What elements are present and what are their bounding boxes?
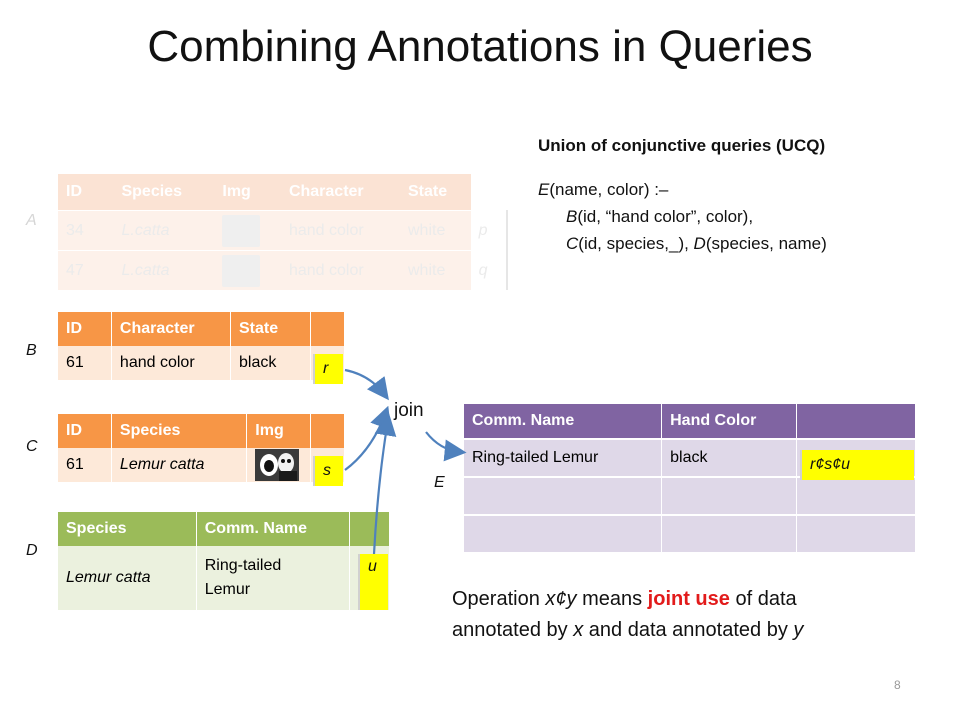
column-header: Img (214, 174, 281, 211)
arrow-d-to-join (372, 413, 397, 555)
table-row: 61 Lemur catta (58, 448, 345, 482)
page-number: 8 (894, 678, 901, 692)
query-pred: C (566, 234, 579, 253)
table-header-row: ID Species Img (58, 414, 345, 448)
annotation-u: u (358, 554, 388, 610)
slide-title: Combining Annotations in Queries (147, 22, 813, 71)
column-header: Character (111, 312, 232, 346)
lemur-image (222, 254, 261, 287)
table-row (464, 514, 917, 552)
column-header: ID (58, 312, 112, 346)
comm-name-line: Lemur (204, 581, 251, 598)
cell-species: L.catta (113, 250, 215, 290)
column-header: Img (246, 414, 312, 448)
table-row: 47 L.catta hand color white q (58, 250, 509, 290)
cell-id: 47 (58, 250, 114, 290)
query-pred: E (538, 180, 550, 199)
row-label-a: A (26, 212, 37, 229)
cell-character: hand color (111, 346, 232, 380)
join-label: join (394, 400, 424, 421)
row-label-d: D (26, 542, 38, 559)
column-header: Comm. Name (464, 404, 663, 439)
table-header-row: Comm. Name Hand Color (464, 404, 917, 439)
cell-comm-name: Ring-tailed Lemur (464, 438, 663, 477)
table-e: Comm. Name Hand Color Ring-tailed Lemur … (464, 404, 917, 552)
cell-hand-color: black (661, 438, 797, 477)
row-label-b: B (26, 342, 37, 359)
column-header: ID (58, 174, 114, 211)
cell-state: black (230, 346, 312, 380)
cell-id: 34 (58, 210, 114, 251)
table-header-row: ID Species Img Character State (58, 174, 507, 211)
cell-character: hand color (280, 210, 400, 251)
cell-id: 61 (58, 346, 112, 380)
query-args: (name, color) :– (549, 180, 669, 199)
table-b: ID Character State 61 hand color black (58, 312, 345, 380)
arrow-c-to-join (344, 405, 391, 471)
query-heading: Union of conjunctive queries (UCQ) (538, 136, 826, 155)
column-header: ID (58, 414, 112, 448)
lemur-image (255, 449, 300, 481)
lemur-image (222, 214, 261, 247)
operation-note: Operation x¢y means joint use of data an… (452, 584, 803, 646)
query-args: (id, “hand color”, color), (577, 207, 754, 226)
cell-img (214, 250, 281, 290)
column-header: Species (58, 512, 197, 546)
annotation-rsu: r¢s¢u (800, 450, 914, 480)
arrow-join-to-e (425, 431, 467, 462)
row-label-c: C (26, 438, 38, 455)
query-args: (species, name) (705, 234, 827, 253)
annotation-r: r (313, 354, 343, 384)
cell-species: Lemur catta (58, 546, 197, 610)
annotation-cell: q (470, 250, 509, 290)
cell-state: white (400, 210, 471, 251)
cell-id: 61 (58, 448, 112, 482)
table-row: 34 L.catta hand color white p (58, 210, 509, 251)
cell-img (214, 210, 281, 251)
row-label-e: E (434, 474, 445, 491)
joint-use-highlight: joint use (647, 588, 730, 610)
query-pred: D (693, 234, 706, 253)
note-line-1: Operation x¢y means joint use of data (452, 588, 797, 610)
note-line-2: annotated by x and data annotated by y (452, 619, 804, 641)
query-args: (id, species,_), (578, 234, 694, 253)
query-head: E(name, color) :– (538, 176, 668, 203)
query-pred: B (566, 207, 578, 226)
cell-species: Lemur catta (111, 448, 248, 482)
column-header: State (230, 312, 312, 346)
arrow-b-to-join (344, 368, 389, 401)
cell-state: white (400, 250, 471, 290)
column-header: State (400, 174, 471, 211)
column-header: Character (280, 174, 400, 211)
table-row: 61 hand color black (58, 346, 345, 380)
column-header: Comm. Name (196, 512, 350, 546)
cell-img (246, 448, 312, 482)
cell-comm-name: Ring-tailed Lemur (196, 546, 350, 610)
table-a: ID Species Img Character State 34 L.catt… (58, 174, 509, 290)
query-line-1: B(id, “hand color”, color), (566, 203, 753, 230)
table-header-row: Species Comm. Name (58, 512, 391, 546)
column-header: Species (113, 174, 215, 211)
annotation-s: s (313, 456, 343, 486)
table-header-row: ID Character State (58, 312, 345, 346)
cell-species: L.catta (113, 210, 215, 251)
table-c: ID Species Img 61 Lemur catta (58, 414, 345, 482)
query-line-2: C(id, species,_), D(species, name) (566, 230, 827, 257)
column-header: Hand Color (661, 404, 797, 439)
table-row (464, 476, 917, 515)
annotation-cell: p (470, 210, 509, 251)
cell-character: hand color (280, 250, 400, 290)
table-d: Species Comm. Name Lemur catta Ring-tail… (58, 512, 391, 610)
column-header: Species (111, 414, 248, 448)
comm-name-line: Ring-tailed (204, 557, 282, 574)
